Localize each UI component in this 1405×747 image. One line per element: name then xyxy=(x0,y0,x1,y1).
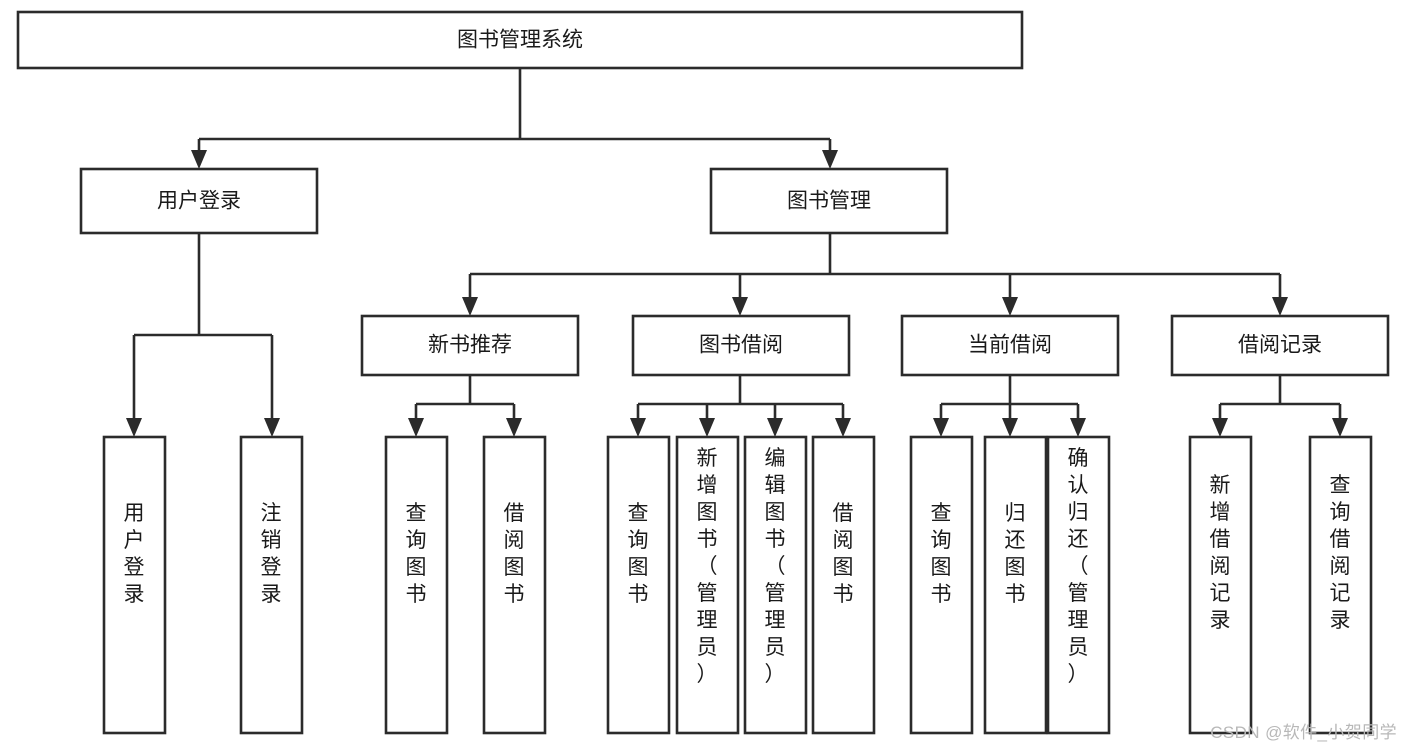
arrow-head-book-borrow xyxy=(732,297,748,316)
node-leaf-borrow-book-1-box[interactable] xyxy=(482,435,547,735)
arrow-head-new-book-recommend xyxy=(462,297,478,316)
arrow-head-leaf-query-book-1 xyxy=(408,418,424,437)
node-leaf-user-login[interactable]: 用户登录 xyxy=(102,435,167,735)
leaf-node-layer: 用户登录 注销登录 查询图书 借阅图书 查询图书 新增图书（管理员） xyxy=(102,435,1373,735)
node-leaf-edit-book-label: 编辑图书（管理员） xyxy=(765,447,786,686)
node-current-borrow-label: 当前借阅 xyxy=(968,334,1052,357)
arrow-head-leaf-query-book-3 xyxy=(933,418,949,437)
node-leaf-query-book-3[interactable]: 查询图书 xyxy=(909,435,974,735)
node-leaf-borrow-book-2[interactable]: 借阅图书 xyxy=(811,435,876,735)
node-book-management-box[interactable] xyxy=(709,167,949,235)
arrow-head-leaf-return-book xyxy=(1002,418,1018,437)
node-current-borrow[interactable]: 当前借阅 xyxy=(900,314,1120,377)
node-leaf-user-logout-label: 注销登录 xyxy=(261,502,282,606)
node-leaf-user-logout[interactable]: 注销登录 xyxy=(239,435,304,735)
node-leaf-edit-book[interactable]: 编辑图书（管理员） xyxy=(743,435,808,735)
node-leaf-add-record-box[interactable] xyxy=(1188,435,1253,735)
node-leaf-add-record-label: 新增借阅记录 xyxy=(1210,474,1231,632)
node-leaf-query-record-label: 查询借阅记录 xyxy=(1330,474,1351,632)
node-leaf-user-login-box[interactable] xyxy=(102,435,167,735)
node-root-label: 图书管理系统 xyxy=(457,29,583,52)
node-leaf-borrow-book-1[interactable]: 借阅图书 xyxy=(482,435,547,735)
arrow-head-leaf-add-record xyxy=(1212,418,1228,437)
arrow-head-leaf-borrow-book-1 xyxy=(506,418,522,437)
node-current-borrow-box[interactable] xyxy=(900,314,1120,377)
node-leaf-add-record[interactable]: 新增借阅记录 xyxy=(1188,435,1253,735)
node-leaf-query-book-3-label: 查询图书 xyxy=(931,502,952,606)
node-book-borrow[interactable]: 图书借阅 xyxy=(631,314,851,377)
node-root-box[interactable] xyxy=(16,10,1024,70)
node-leaf-add-book-label: 新增图书（管理员） xyxy=(697,447,718,686)
node-user-login-label: 用户登录 xyxy=(157,190,241,213)
node-leaf-return-book[interactable]: 归还图书 xyxy=(983,435,1048,735)
node-user-login[interactable]: 用户登录 xyxy=(79,167,319,235)
node-leaf-query-book-2-box[interactable] xyxy=(606,435,671,735)
arrow-head-book-management xyxy=(822,150,838,169)
node-leaf-query-book-1-box[interactable] xyxy=(384,435,449,735)
node-borrow-record-label: 借阅记录 xyxy=(1238,334,1322,357)
node-leaf-borrow-book-1-label: 借阅图书 xyxy=(504,502,525,606)
arrow-head-leaf-confirm-return xyxy=(1070,418,1086,437)
node-leaf-query-book-3-box[interactable] xyxy=(909,435,974,735)
node-leaf-edit-book-box[interactable] xyxy=(743,435,808,735)
arrow-head-borrow-record xyxy=(1272,297,1288,316)
node-leaf-return-book-box[interactable] xyxy=(983,435,1048,735)
node-leaf-borrow-book-2-box[interactable] xyxy=(811,435,876,735)
node-leaf-user-login-label: 用户登录 xyxy=(124,502,145,606)
node-book-management-label: 图书管理 xyxy=(787,190,871,213)
arrow-head-leaf-user-login xyxy=(126,418,142,437)
arrow-head-leaf-borrow-book-2 xyxy=(835,418,851,437)
node-leaf-query-book-1[interactable]: 查询图书 xyxy=(384,435,449,735)
arrow-head-current-borrow xyxy=(1002,297,1018,316)
node-book-borrow-box[interactable] xyxy=(631,314,851,377)
node-new-book-recommend[interactable]: 新书推荐 xyxy=(360,314,580,377)
arrow-head-leaf-query-record xyxy=(1332,418,1348,437)
node-leaf-query-book-1-label: 查询图书 xyxy=(406,502,427,606)
node-leaf-add-book[interactable]: 新增图书（管理员） xyxy=(675,435,740,735)
node-borrow-record[interactable]: 借阅记录 xyxy=(1170,314,1390,377)
node-root[interactable]: 图书管理系统 xyxy=(16,10,1024,70)
arrow-head-user-login xyxy=(191,150,207,169)
node-new-book-recommend-label: 新书推荐 xyxy=(428,334,512,357)
node-leaf-confirm-return-box[interactable] xyxy=(1046,435,1111,735)
node-book-management[interactable]: 图书管理 xyxy=(709,167,949,235)
node-leaf-query-book-2[interactable]: 查询图书 xyxy=(606,435,671,735)
node-book-borrow-label: 图书借阅 xyxy=(699,334,783,357)
node-leaf-query-record[interactable]: 查询借阅记录 xyxy=(1308,435,1373,735)
node-leaf-borrow-book-2-label: 借阅图书 xyxy=(833,502,854,606)
node-user-login-box[interactable] xyxy=(79,167,319,235)
arrow-head-leaf-user-logout xyxy=(264,418,280,437)
arrow-head-leaf-edit-book xyxy=(767,418,783,437)
node-leaf-add-book-box[interactable] xyxy=(675,435,740,735)
node-leaf-confirm-return[interactable]: 确认归还（管理员） xyxy=(1046,435,1111,735)
arrow-head-leaf-query-book-2 xyxy=(630,418,646,437)
node-leaf-return-book-label: 归还图书 xyxy=(1005,502,1026,606)
node-new-book-recommend-box[interactable] xyxy=(360,314,580,377)
node-leaf-query-record-box[interactable] xyxy=(1308,435,1373,735)
node-leaf-confirm-return-label: 确认归还（管理员） xyxy=(1068,447,1089,686)
node-borrow-record-box[interactable] xyxy=(1170,314,1390,377)
arrow-head-leaf-add-book xyxy=(699,418,715,437)
connector-layer xyxy=(126,68,1348,437)
node-leaf-user-logout-box[interactable] xyxy=(239,435,304,735)
node-leaf-query-book-2-label: 查询图书 xyxy=(628,502,649,606)
